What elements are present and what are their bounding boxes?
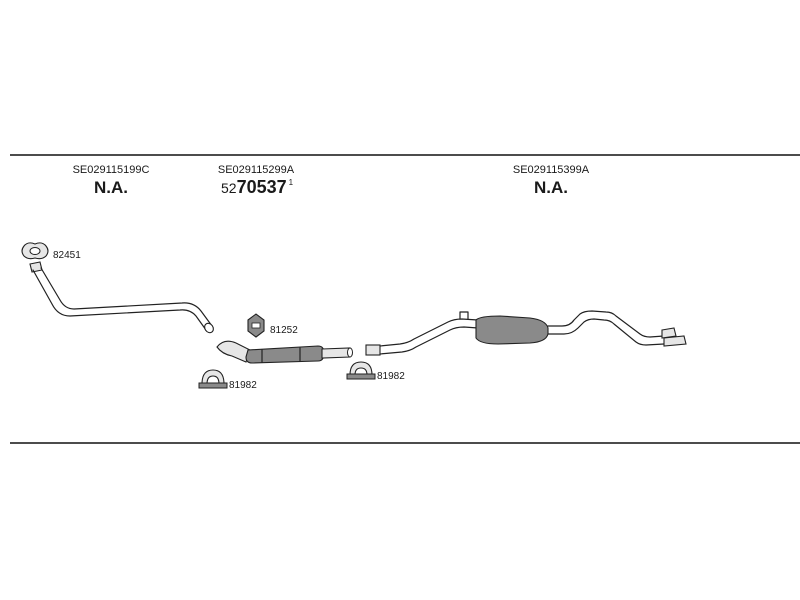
part-number-clamp-right: 81982 <box>377 371 405 382</box>
section-status-front: N.A. <box>94 178 128 197</box>
section-code-middle: SE029115299A <box>218 164 295 176</box>
section-code-rear: SE029115399A <box>513 164 590 176</box>
clamp-icon-left <box>198 369 228 389</box>
number-main: 70537 <box>237 177 287 197</box>
clamp-icon-right <box>346 361 376 380</box>
section-code-front: SE029115199C <box>73 164 150 176</box>
front-pipe <box>29 261 214 334</box>
rubber-mount-icon <box>247 313 265 338</box>
section-status-rear: N.A. <box>534 178 568 197</box>
section-front: SE029115199C N.A. <box>73 164 150 197</box>
number-suffix: 1 <box>289 178 294 187</box>
part-number-gasket: 82451 <box>53 250 81 261</box>
part-number-rubber-mount: 81252 <box>270 325 298 336</box>
number-prefix: 52 <box>221 180 237 196</box>
section-rear: SE029115399A N.A. <box>513 164 590 197</box>
gasket-icon <box>21 242 49 260</box>
rear-muffler <box>365 310 687 356</box>
part-number-clamp-left: 81982 <box>229 380 257 391</box>
middle-muffler <box>216 340 353 364</box>
